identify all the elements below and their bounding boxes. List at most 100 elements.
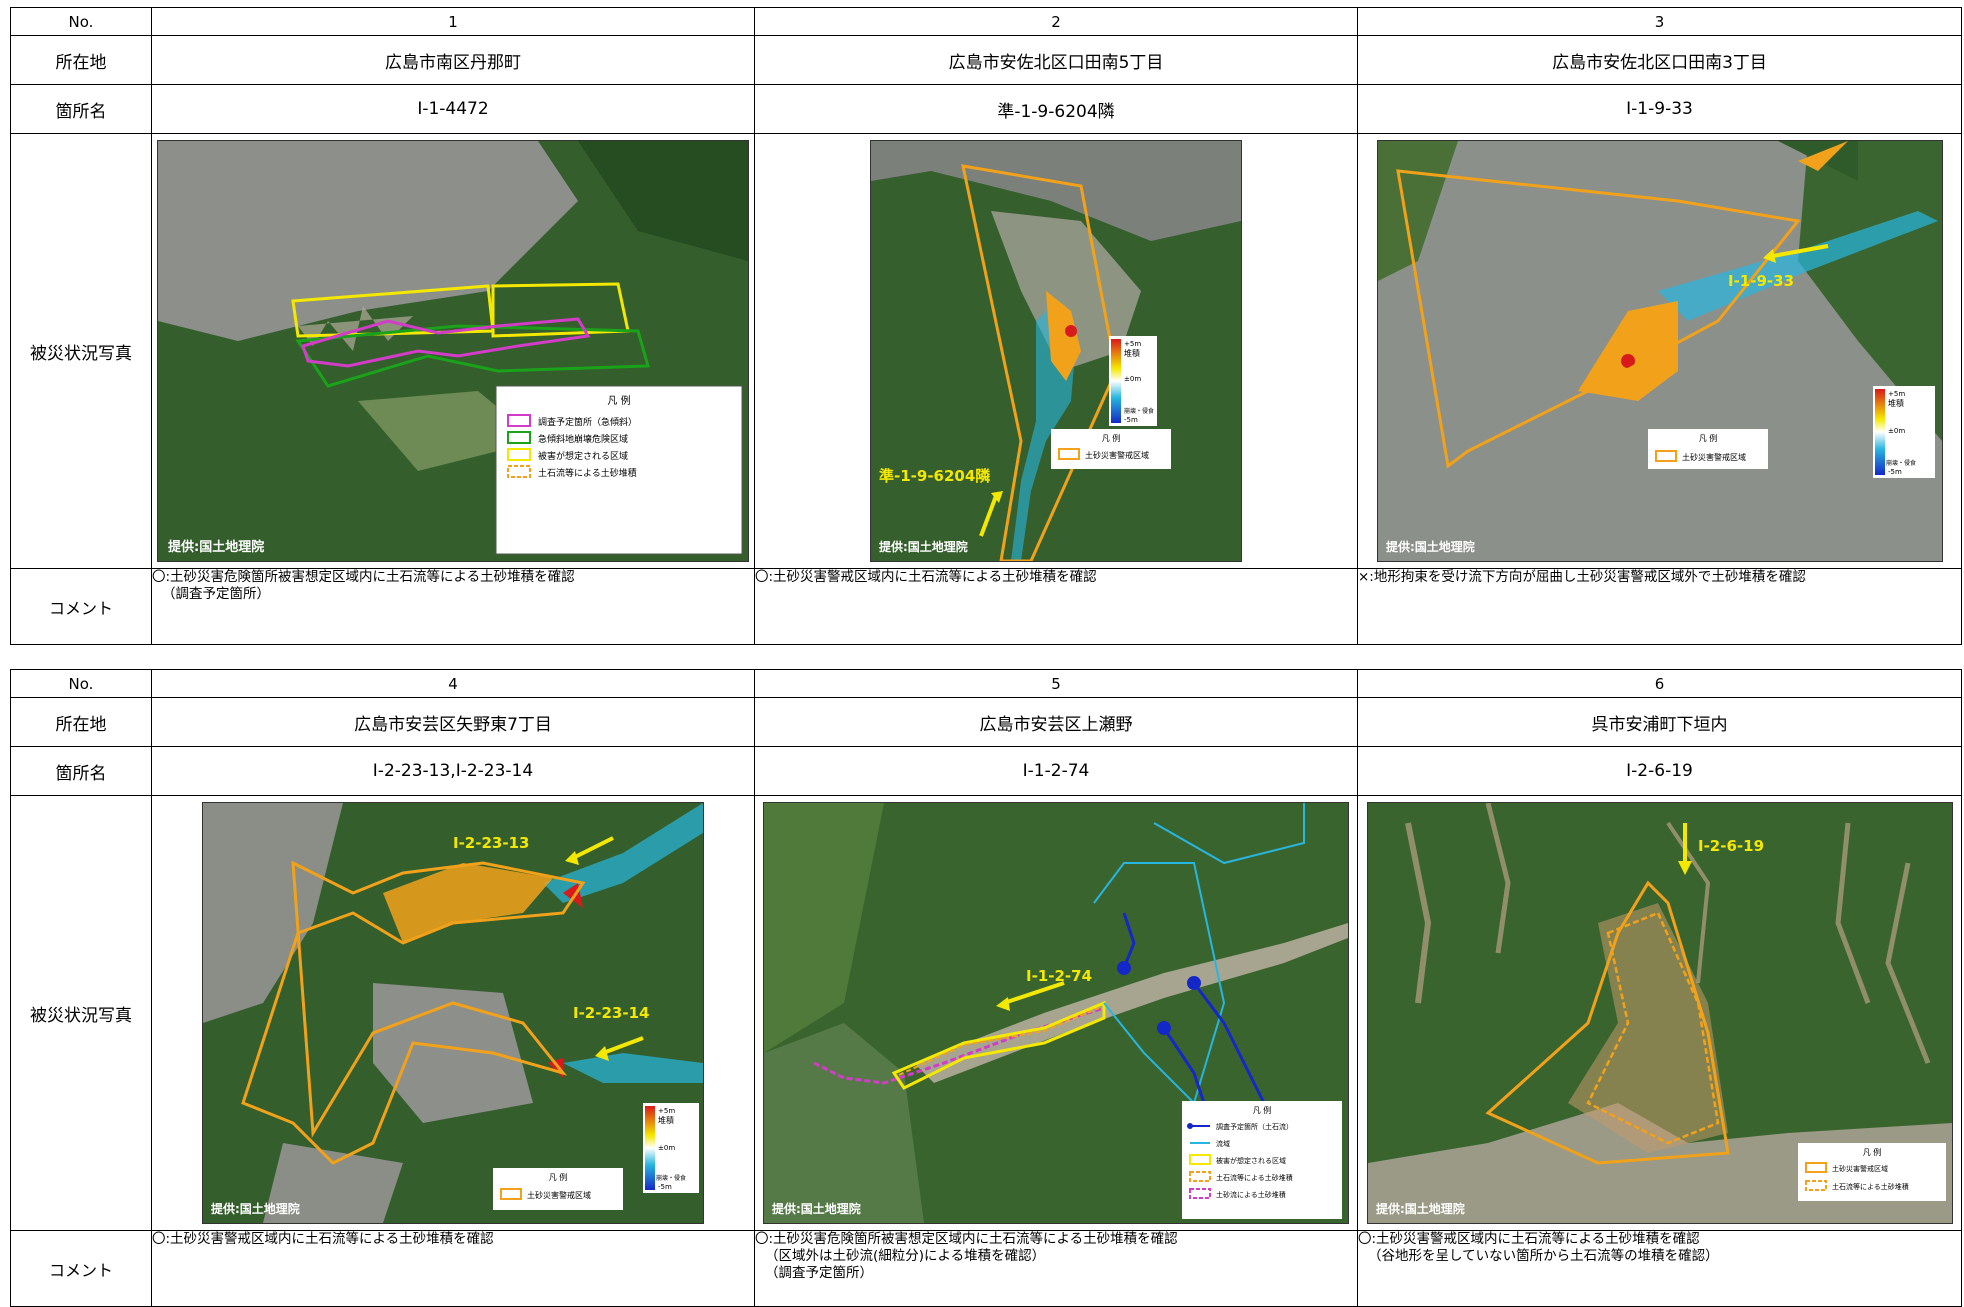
- legend-swatch-magenta: [1189, 1188, 1211, 1199]
- survey-point-1: [1117, 961, 1131, 975]
- photo-credit: 提供:国土地理院: [1376, 1201, 1465, 1216]
- legend-item-2: 土石流等による土砂堆積: [1832, 1182, 1909, 1191]
- legend-item-1: 調査予定箇所（土石流）: [1216, 1122, 1293, 1131]
- warning-zone: [241, 860, 586, 1165]
- scale-deposit: 堆積: [1124, 348, 1140, 358]
- site-label: Ⅰ-1-9-33: [1728, 272, 1794, 290]
- legend-title: 凡 例: [549, 1172, 568, 1182]
- site-name-6: Ⅰ-2-6-19: [1357, 746, 1962, 796]
- aerial-photo-4: Ⅰ-2-23-13 Ⅰ-2-23-14 +5m 堆積 ±0m: [202, 802, 704, 1224]
- site-location-2: 広島市安佐北区口田南5丁目: [754, 35, 1358, 85]
- comment-line: 〇:土砂災害警戒区域内に土石流等による土砂堆積を確認: [1358, 1231, 1700, 1247]
- aerial-photo-1-svg: 凡 例 調査予定箇所（急傾斜） 急傾斜地崩壊危険区域 被害が想定される区域 土石…: [158, 141, 748, 561]
- arrow-head-icon: [991, 491, 1003, 503]
- legend-item-4: 土石流等による土砂堆積: [1216, 1173, 1293, 1182]
- site-label: 準-1-9-6204隣: [879, 467, 990, 485]
- legend-item-2: 急傾斜地崩壊危険区域: [538, 433, 628, 445]
- forest-dark: [578, 141, 748, 261]
- orange-deposit: [1585, 911, 1719, 1145]
- photo-cell-5: Ⅰ-1-2-74 凡 例 調査予定箇所（土石流） 流域 被害が想定される区域 土…: [754, 795, 1358, 1231]
- label-photo: 被災状況写真: [10, 795, 152, 1231]
- urban-south: [263, 1143, 403, 1223]
- legend-box: [495, 385, 743, 555]
- erosion-upper: [543, 803, 703, 903]
- label-site: 箇所名: [10, 84, 152, 134]
- legend-swatch-yellow: [1189, 1154, 1211, 1165]
- scale-plus: +5m: [1888, 390, 1905, 398]
- scale-gradient: [1874, 389, 1885, 475]
- site-location-3: 広島市安佐北区口田南3丁目: [1357, 35, 1962, 85]
- legend-swatch-yellow: [507, 448, 531, 461]
- site-no-2: 2: [754, 7, 1358, 36]
- photo-cell-1: 凡 例 調査予定箇所（急傾斜） 急傾斜地崩壊危険区域 被害が想定される区域 土石…: [151, 133, 755, 569]
- photo-credit: 提供:国土地理院: [211, 1201, 300, 1216]
- aerial-photo-2: +5m 堆積 ±0m 崩壊・侵食 -5m 凡 例 土砂災害警戒区域 準-1-9-…: [870, 140, 1242, 562]
- deposit-red: [1065, 325, 1077, 337]
- deposit-upper: [1797, 141, 1848, 171]
- magenta-zone: [301, 317, 591, 368]
- legend-item-1: 土砂災害警戒区域: [527, 1190, 591, 1200]
- scale-erosion: 崩壊・侵食: [1886, 459, 1916, 467]
- paddy-area: [991, 211, 1141, 371]
- legend-title: 凡 例: [1698, 433, 1717, 443]
- legend-item-1: 調査予定箇所（急傾斜）: [538, 416, 637, 428]
- label-no: No.: [10, 669, 152, 698]
- photo-credit: 提供:国土地理院: [168, 539, 264, 555]
- catchment-area: [1093, 862, 1226, 1105]
- site-no-4: 4: [151, 669, 755, 698]
- survey-point-3: [1157, 1021, 1171, 1035]
- photo-credit: 提供:国土地理院: [772, 1201, 861, 1216]
- legend-swatch-orange: [1189, 1171, 1211, 1182]
- legend-box: [1182, 1101, 1342, 1219]
- warning-zone: [1484, 880, 1730, 1165]
- scale-minus: -5m: [658, 1183, 672, 1191]
- site-name-2: 準-1-9-6204隣: [754, 84, 1358, 134]
- aerial-photo-5-svg: Ⅰ-1-2-74 凡 例 調査予定箇所（土石流） 流域 被害が想定される区域 土…: [764, 803, 1348, 1223]
- aerial-photo-5: Ⅰ-1-2-74 凡 例 調査予定箇所（土石流） 流域 被害が想定される区域 土…: [763, 802, 1349, 1224]
- legend-survey-dot: [1187, 1123, 1193, 1129]
- legend-title: 凡 例: [1253, 1105, 1272, 1115]
- site-label: Ⅰ-2-6-19: [1698, 837, 1764, 855]
- site-label-b: Ⅰ-2-23-14: [573, 1004, 649, 1022]
- aerial-photo-3-svg: Ⅰ-1-9-33 凡 例 土砂災害警戒区域 +5m 堆積: [1377, 141, 1942, 561]
- comment-6: 〇:土砂災害警戒区域内に土石流等による土砂堆積を確認 （谷地形を呈していない箇所…: [1357, 1230, 1962, 1307]
- warning-zone: [961, 164, 1118, 561]
- scale-zero: ±0m: [658, 1144, 675, 1152]
- legend-item-1: 土砂災害警戒区域: [1085, 450, 1149, 460]
- row-location: 所在地 広島市南区丹那町 広島市安佐北区口田南5丁目 広島市安佐北区口田南3丁目: [10, 35, 1962, 85]
- legend-item-1: 土砂災害警戒区域: [1682, 452, 1746, 462]
- legend-swatch-magenta: [507, 414, 531, 427]
- legend-item-1: 土砂災害警戒区域: [1832, 1164, 1888, 1173]
- arrow-head-icon-b: [595, 1046, 609, 1061]
- arrow-icon: [1003, 981, 1065, 1005]
- urban-area: [158, 141, 578, 341]
- legend-item-2: 流域: [1216, 1139, 1230, 1148]
- legend-item-5: 土砂流による土砂堆積: [1216, 1190, 1286, 1199]
- photo-cell-2: +5m 堆積 ±0m 崩壊・侵食 -5m 凡 例 土砂災害警戒区域 準-1-9-…: [754, 133, 1358, 569]
- comment-1: 〇:土砂災害危険箇所被害想定区域内に土石流等による土砂堆積を確認 （調査予定箇所…: [151, 568, 755, 645]
- comment-line: （谷地形を呈していない箇所から土石流等の堆積を確認）: [1368, 1248, 1719, 1264]
- photo-credit: 提供:国土地理院: [1386, 539, 1475, 554]
- comment-line: 〇:土砂災害警戒区域内に土石流等による土砂堆積を確認: [755, 569, 1097, 585]
- scale-deposit: 堆積: [1888, 398, 1904, 408]
- label-location: 所在地: [10, 697, 152, 747]
- label-comment: コメント: [10, 568, 152, 645]
- scale-minus: -5m: [1888, 468, 1902, 476]
- legend-item-3: 被害が想定される区域: [1216, 1156, 1286, 1165]
- gully-3: [1834, 822, 1870, 1004]
- comment-line: ×:地形拘束を受け流下方向が屈曲し土砂災害警戒区域外で土砂堆積を確認: [1358, 569, 1806, 585]
- site-location-5: 広島市安芸区上瀬野: [754, 697, 1358, 747]
- site-no-1: 1: [151, 7, 755, 36]
- comment-line: （区域外は土砂流(細粒分)による堆積を確認）: [765, 1248, 1046, 1264]
- scale-zero: ±0m: [1124, 375, 1141, 383]
- scale-zero: ±0m: [1888, 427, 1905, 435]
- gully-2: [1485, 803, 1511, 954]
- site-no-5: 5: [754, 669, 1358, 698]
- site-label: Ⅰ-1-2-74: [1026, 967, 1092, 985]
- row-number: No. 1 2 3: [10, 7, 1962, 36]
- label-site: 箇所名: [10, 746, 152, 796]
- legend-title: 凡 例: [1102, 433, 1121, 443]
- label-comment: コメント: [10, 1230, 152, 1307]
- comment-line: （調査予定箇所）: [765, 1265, 873, 1281]
- label-location: 所在地: [10, 35, 152, 85]
